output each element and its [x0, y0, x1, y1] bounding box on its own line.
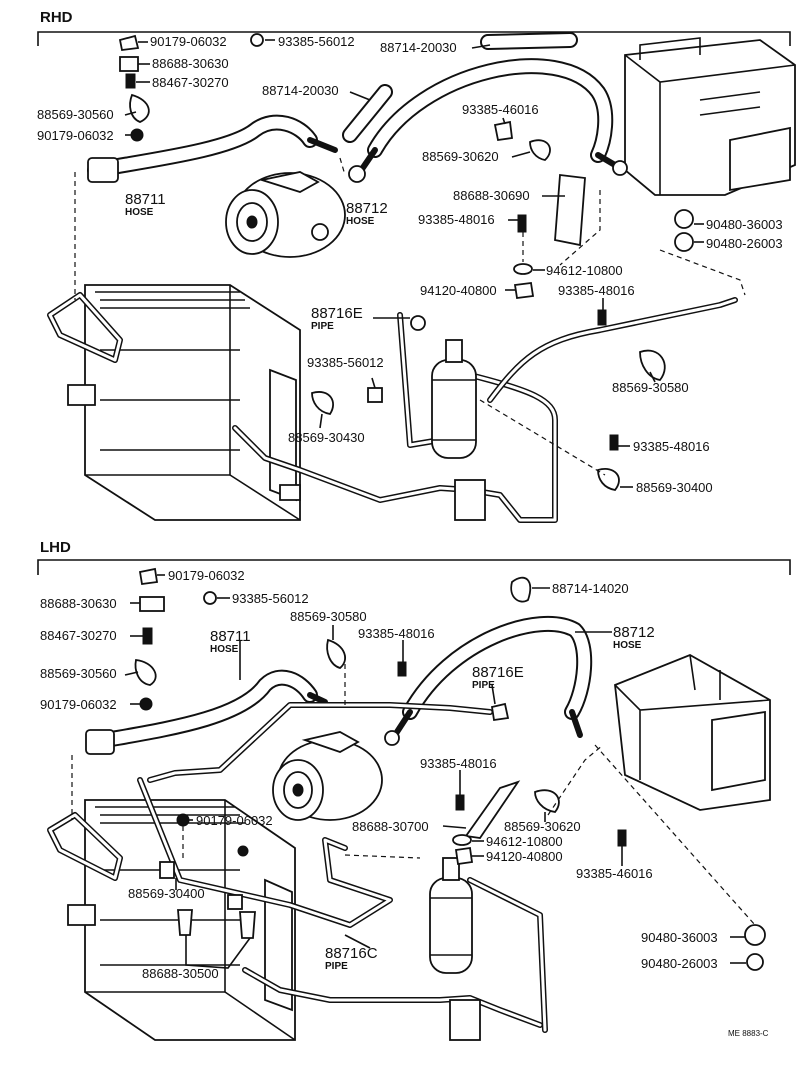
- rhd-dashed-guides: [74, 157, 746, 476]
- lhd-label-88569-30580: 88569-30580: [290, 609, 367, 624]
- lhd-label-88569-30400: 88569-30400: [128, 886, 205, 901]
- rhd-pipe-88716e-number: 88716E: [311, 305, 363, 322]
- lhd-label-93385-46016: 93385-46016: [576, 866, 653, 881]
- rhd-part-labels: 90179-06032 93385-56012 88688-30630 8846…: [37, 34, 783, 495]
- rhd-evaporator: [624, 37, 796, 196]
- rhd-bracket-line: [37, 31, 791, 46]
- lhd-hose-88712-number: 88712: [613, 624, 655, 641]
- rhd-label-93385-46016: 93385-46016: [462, 102, 539, 117]
- rhd-label-94120-40800: 94120-40800: [420, 283, 497, 298]
- rhd-hose-88711-word: HOSE: [125, 207, 154, 218]
- lhd-hose-88712: [384, 615, 593, 746]
- lhd-hose-88711: [85, 669, 328, 755]
- lhd-label-90179-06032-top: 90179-06032: [168, 568, 245, 583]
- rhd-fasteners: [118, 33, 694, 491]
- lhd-pipe-88716c-number: 88716C: [325, 945, 378, 962]
- lhd-fasteners: [134, 567, 766, 971]
- lhd-pipe-88716c-word: PIPE: [325, 961, 348, 972]
- lhd-label-88688-30500: 88688-30500: [142, 966, 219, 981]
- lhd-label-94612-10800: 94612-10800: [486, 834, 563, 849]
- rhd-section: RHD: [37, 9, 796, 523]
- rhd-label-88569-30560: 88569-30560: [37, 107, 114, 122]
- rhd-label-88569-30580: 88569-30580: [612, 380, 689, 395]
- rhd-label-93385-48016-b: 93385-48016: [558, 283, 635, 298]
- lhd-label-88714-14020: 88714-14020: [552, 581, 629, 596]
- rhd-label-88569-30620: 88569-30620: [422, 149, 499, 164]
- lhd-receiver-drier: [429, 857, 481, 1041]
- figure-code: ME 8883-C: [728, 1029, 769, 1038]
- rhd-pipe-88716e-word: PIPE: [311, 321, 334, 332]
- lhd-label-90480-36003: 90480-36003: [641, 930, 718, 945]
- rhd-label-88714-20030-a: 88714-20030: [380, 40, 457, 55]
- lhd-hose-88712-word: HOSE: [613, 640, 642, 651]
- rhd-label-90480-36003: 90480-36003: [706, 217, 783, 232]
- lhd-part-labels: 90179-06032 88688-30630 93385-56012 8846…: [40, 568, 718, 981]
- lhd-pipe-88716e-word: PIPE: [472, 680, 495, 691]
- rhd-label-93385-56012-mid: 93385-56012: [307, 355, 384, 370]
- lhd-label-88688-30700: 88688-30700: [352, 819, 429, 834]
- rhd-liquid-lines: [47, 292, 738, 523]
- lhd-dashed-guides: [71, 655, 756, 926]
- lhd-label-93385-48016-a: 93385-48016: [358, 626, 435, 641]
- rhd-hose-88712: [348, 58, 628, 183]
- rhd-label-88467-30270: 88467-30270: [152, 75, 229, 90]
- rhd-hose-88711: [87, 114, 338, 183]
- lhd-pipes: [47, 702, 548, 1033]
- lhd-hose-88711-word: HOSE: [210, 644, 239, 655]
- lhd-evaporator: [614, 654, 771, 811]
- rhd-hose-piece-88714-b: [342, 84, 393, 143]
- rhd-hose-88712-number: 88712: [346, 200, 388, 217]
- rhd-hose-88711-number: 88711: [125, 191, 166, 208]
- rhd-label-90179-06032-top: 90179-06032: [150, 34, 227, 49]
- lhd-section: LHD: [37, 539, 791, 1041]
- rhd-receiver-drier: [431, 339, 486, 521]
- rhd-leader-lines: [124, 39, 704, 488]
- rhd-label-90179-06032-mid: 90179-06032: [37, 128, 114, 143]
- lhd-label-90480-26003: 90480-26003: [641, 956, 718, 971]
- rhd-hose-88712-word: HOSE: [346, 216, 375, 227]
- lhd-label-90179-06032-low: 90179-06032: [196, 813, 273, 828]
- rhd-condenser: [67, 284, 301, 521]
- rhd-heading: RHD: [40, 9, 73, 26]
- lhd-label-88569-30560: 88569-30560: [40, 666, 117, 681]
- lhd-leader-lines: [124, 574, 746, 969]
- lhd-pipe-88716e-number: 88716E: [472, 664, 524, 681]
- rhd-label-88569-30400: 88569-30400: [636, 480, 713, 495]
- lhd-bracket-line: [37, 559, 791, 575]
- rhd-label-88714-20030-b: 88714-20030: [262, 83, 339, 98]
- rhd-label-88569-30430: 88569-30430: [288, 430, 365, 445]
- rhd-label-93385-48016-a: 93385-48016: [418, 212, 495, 227]
- rhd-label-93385-56012-top: 93385-56012: [278, 34, 355, 49]
- lhd-compressor: [272, 731, 383, 821]
- rhd-label-88688-30690: 88688-30690: [453, 188, 530, 203]
- lhd-label-93385-56012: 93385-56012: [232, 591, 309, 606]
- lhd-label-88688-30630: 88688-30630: [40, 596, 117, 611]
- lhd-heading: LHD: [40, 539, 71, 556]
- rhd-label-94612-10800: 94612-10800: [546, 263, 623, 278]
- rhd-pipe-88716e: [397, 312, 443, 448]
- lhd-label-94120-40800: 94120-40800: [486, 849, 563, 864]
- lhd-label-88569-30620: 88569-30620: [504, 819, 581, 834]
- lhd-label-93385-48016-b: 93385-48016: [420, 756, 497, 771]
- rhd-label-90480-26003: 90480-26003: [706, 236, 783, 251]
- rhd-label-88688-30630: 88688-30630: [152, 56, 229, 71]
- lhd-label-90179-06032-mid: 90179-06032: [40, 697, 117, 712]
- lhd-label-88467-30270: 88467-30270: [40, 628, 117, 643]
- rhd-label-93385-48016-c: 93385-48016: [633, 439, 710, 454]
- rhd-hose-piece-88714-a: [480, 32, 578, 50]
- lhd-hose-piece-88714: [510, 576, 532, 603]
- lhd-hose-88711-number: 88711: [210, 628, 251, 645]
- rhd-compressor: [225, 171, 346, 258]
